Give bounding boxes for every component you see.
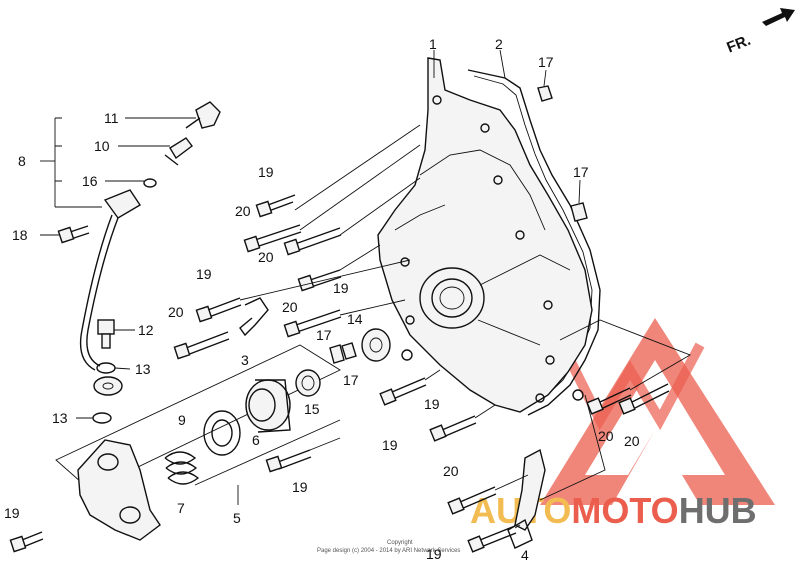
watermark-brand-moto: MOTO: [571, 490, 678, 531]
callout-13-upper: 13: [135, 361, 151, 377]
speed-sensor-assembly: [40, 101, 221, 371]
bush-14: [361, 328, 391, 362]
callout-17-d: 17: [343, 372, 359, 388]
callout-20-e: 20: [443, 463, 459, 479]
pump-housing-group: [55, 344, 341, 541]
callout-19-c: 19: [333, 280, 349, 296]
callout-4: 4: [521, 547, 529, 563]
callout-16: 16: [82, 173, 98, 189]
callout-8: 8: [18, 153, 26, 169]
callout-13-lower: 13: [52, 410, 68, 426]
callout-18: 18: [12, 227, 28, 243]
front-direction-label: FR.: [724, 32, 753, 57]
callout-15: 15: [304, 401, 320, 417]
copyright-line-2: Page design (c) 2004 - 2014 by ARI Netwo…: [317, 548, 460, 554]
callout-7: 7: [177, 500, 185, 516]
oil-bolt-and-washers: [92, 319, 123, 424]
callout-1: 1: [429, 36, 437, 52]
callout-19-a: 19: [258, 164, 274, 180]
callout-19-e: 19: [424, 396, 440, 412]
callout-3: 3: [241, 352, 249, 368]
callout-19-h: 19: [426, 546, 442, 562]
watermark-m-icon: [555, 337, 705, 431]
watermark: AUTOMOTOHUB: [470, 318, 775, 531]
dowel-pins: [329, 85, 588, 364]
bracket-4: [507, 448, 546, 549]
callout-9: 9: [178, 412, 186, 428]
callout-11: 11: [104, 110, 119, 126]
copyright-notice: Copyright Page design (c) 2004 - 2014 by…: [317, 540, 460, 554]
front-arrow-icon: [762, 8, 795, 26]
cover-bolts: [9, 194, 670, 553]
callout-5: 5: [233, 510, 241, 526]
callout-19-g: 19: [4, 505, 20, 521]
watermark-brand-hub: HUB: [679, 490, 757, 531]
callout-12: 12: [138, 322, 154, 338]
callout-14: 14: [347, 311, 363, 327]
callout-17-c: 17: [316, 327, 332, 343]
callout-6: 6: [252, 432, 260, 448]
callout-10: 10: [94, 138, 110, 154]
callout-19-f: 19: [292, 479, 308, 495]
watermark-triangle-icon: [540, 318, 775, 505]
callout-17-a: 17: [538, 54, 554, 70]
copyright-line-1: Copyright: [387, 540, 413, 546]
callout-2: 2: [495, 36, 503, 52]
callout-20-f: 20: [598, 428, 614, 444]
svg-text:AUTOMOTOHUB: AUTOMOTOHUB: [470, 490, 757, 531]
clip-3: [239, 297, 269, 337]
leader-lines: [40, 49, 692, 529]
callout-19-b: 19: [196, 266, 212, 282]
callout-20-a: 20: [235, 203, 251, 219]
crankcase-cover: [377, 57, 601, 416]
front-direction-marker: FR.: [724, 8, 795, 57]
callout-labels: 1 2 3 4 5 6 7 8 9 10 11 12 13 13 14 15 1…: [4, 36, 640, 563]
callout-20-c: 20: [168, 304, 184, 320]
callout-20-g: 20: [624, 433, 640, 449]
callout-17-b: 17: [573, 164, 589, 180]
callout-19-d: 19: [382, 437, 398, 453]
callout-20-d: 20: [282, 299, 298, 315]
callout-20-b: 20: [258, 249, 274, 265]
